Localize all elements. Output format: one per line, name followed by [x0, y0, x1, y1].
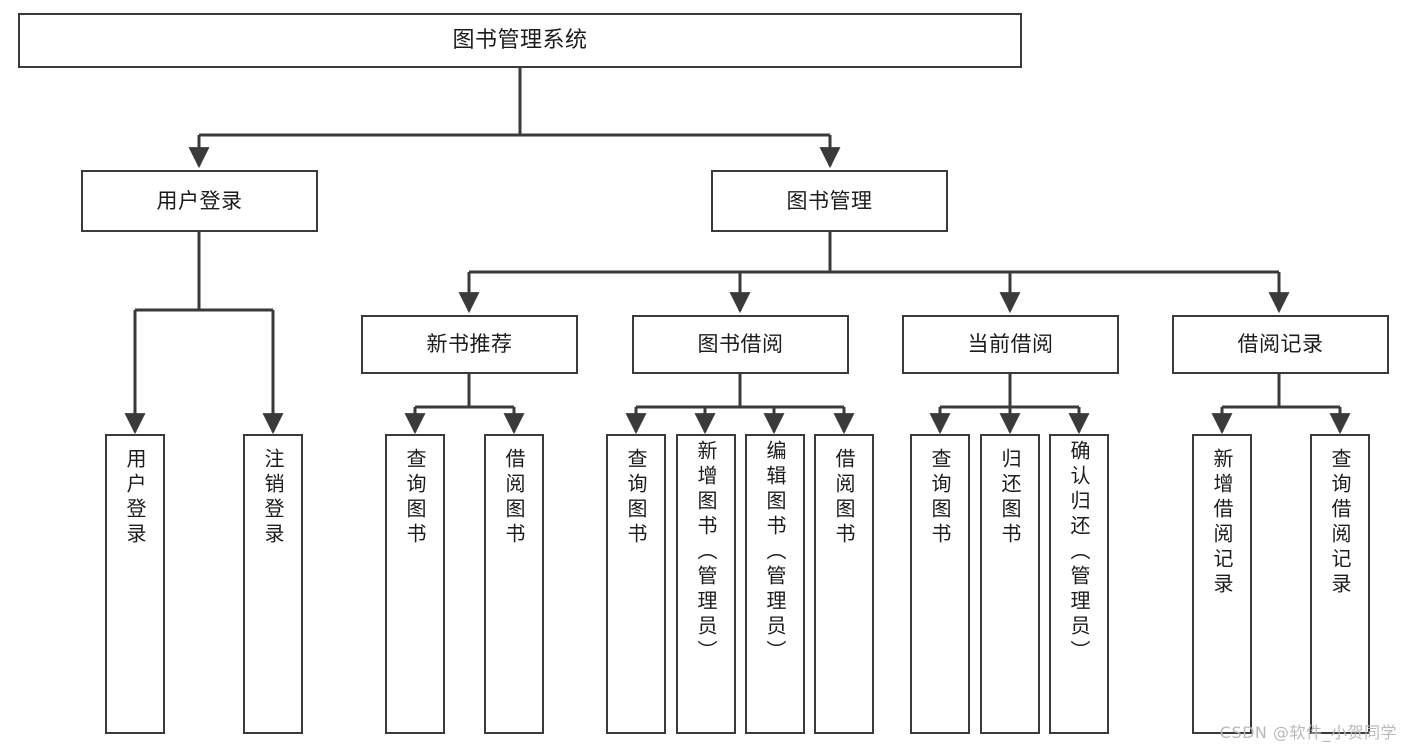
node-book-borrowing[interactable]: 图书借阅: [632, 315, 849, 374]
node-label: 借阅图书: [502, 448, 526, 548]
leaf-logout[interactable]: 注销登录: [243, 434, 303, 734]
node-user-login[interactable]: 用户登录: [81, 170, 318, 232]
node-borrowing-record[interactable]: 借阅记录: [1172, 315, 1389, 374]
node-label: 图书管理系统: [452, 27, 588, 53]
node-label: 编辑图书（管理员）: [763, 440, 787, 665]
leaf-borrow-borrow-books[interactable]: 借阅图书: [814, 434, 874, 734]
leaf-current-query-books[interactable]: 查询图书: [910, 434, 970, 734]
node-label: 图书借阅: [697, 332, 784, 357]
node-label: 新增借阅记录: [1210, 448, 1234, 598]
node-label: 新书推荐: [426, 332, 513, 357]
node-label: 借阅图书: [832, 448, 856, 548]
node-label: 查询借阅记录: [1328, 448, 1352, 598]
leaf-borrow-query-books[interactable]: 查询图书: [606, 434, 666, 734]
node-label: 借阅记录: [1237, 332, 1324, 357]
node-book-management[interactable]: 图书管理: [711, 170, 948, 232]
leaf-record-query-borrow-record[interactable]: 查询借阅记录: [1310, 434, 1370, 734]
node-new-book-recommendation[interactable]: 新书推荐: [361, 315, 578, 374]
leaf-new-book-query-books[interactable]: 查询图书: [385, 434, 445, 734]
leaf-current-confirm-return-admin[interactable]: 确认归还（管理员）: [1049, 434, 1109, 734]
leaf-new-book-borrow-books[interactable]: 借阅图书: [484, 434, 544, 734]
leaf-borrow-edit-book-admin[interactable]: 编辑图书（管理员）: [745, 434, 805, 734]
node-label: 用户登录: [123, 448, 147, 548]
node-label: 注销登录: [261, 448, 285, 548]
node-root-book-management-system[interactable]: 图书管理系统: [18, 13, 1022, 68]
node-label: 新增图书（管理员）: [694, 440, 718, 665]
node-label: 当前借阅: [967, 332, 1054, 357]
leaf-record-add-borrow-record[interactable]: 新增借阅记录: [1192, 434, 1252, 734]
node-current-borrowing[interactable]: 当前借阅: [902, 315, 1119, 374]
leaf-borrow-add-book-admin[interactable]: 新增图书（管理员）: [676, 434, 736, 734]
node-label: 图书管理: [786, 188, 873, 213]
leaf-user-login[interactable]: 用户登录: [105, 434, 165, 734]
node-label: 查询图书: [928, 448, 952, 548]
leaf-current-return-books[interactable]: 归还图书: [980, 434, 1040, 734]
node-label: 用户登录: [156, 188, 243, 213]
node-label: 确认归还（管理员）: [1067, 440, 1091, 665]
node-label: 归还图书: [998, 448, 1022, 548]
node-label: 查询图书: [403, 448, 427, 548]
node-label: 查询图书: [624, 448, 648, 548]
watermark: CSDN @软件_小贺同学: [1219, 723, 1397, 742]
